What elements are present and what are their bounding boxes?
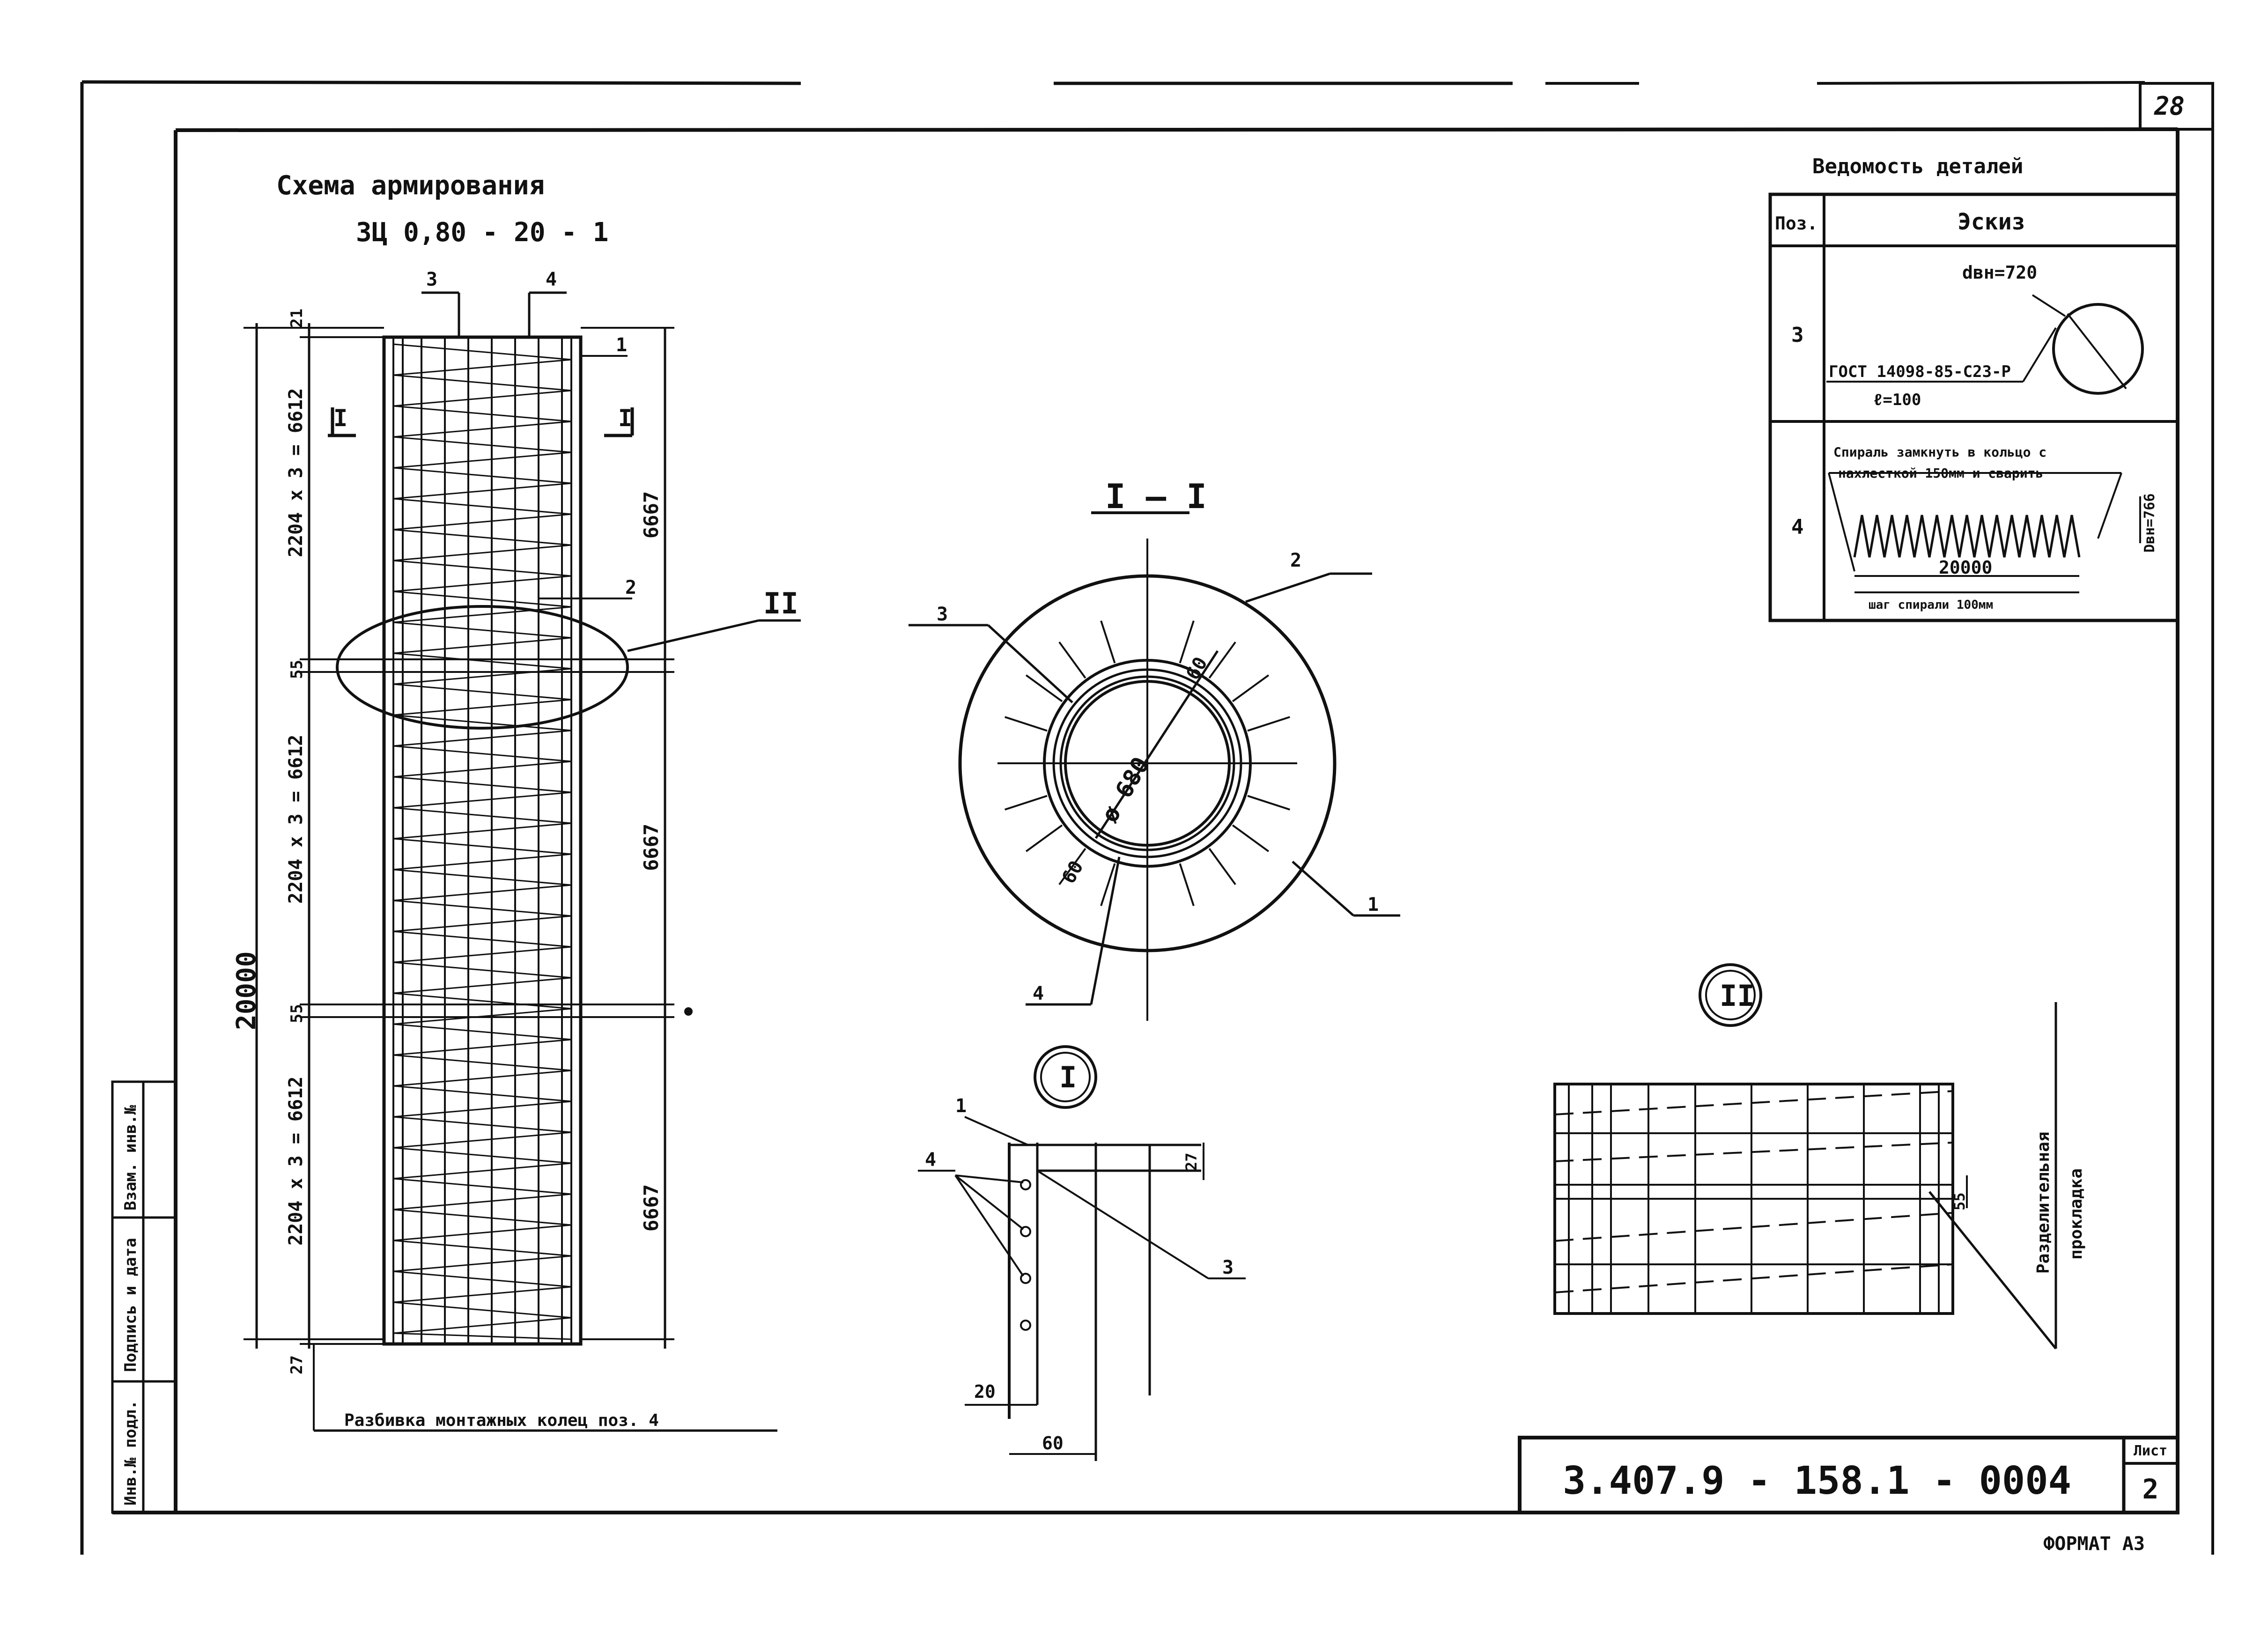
total-length-dim: 20000: [231, 951, 262, 1030]
section-callout-1: 1: [1367, 894, 1379, 915]
section-mark-left: I: [333, 405, 347, 432]
detail-II-callout: II: [763, 586, 798, 620]
scheme-title: Схема армирования: [276, 170, 545, 201]
section-callout-2: 2: [1290, 550, 1301, 571]
row4-note-2: нахлесткой 150мм и сварить: [1838, 465, 2043, 481]
row4-pos: 4: [1791, 515, 1804, 539]
scheme-subtitle: ЗЦ 0,80 - 20 - 1: [356, 217, 608, 248]
detail-I-dim-20: 20: [974, 1381, 996, 1402]
scheme-callout-1: 1: [616, 334, 627, 356]
segment-dim-2: 6667: [640, 824, 663, 871]
stamp-vzam: Взам. инв.№: [121, 1105, 140, 1210]
detail-I-dim-27: 27: [1182, 1152, 1200, 1171]
stamp-inv-podl: Инв.№ подл.: [121, 1400, 140, 1506]
dim-top: 21: [288, 309, 306, 328]
scheme-callout-3: 3: [426, 269, 437, 290]
section-mark-right: I: [618, 405, 632, 432]
row3-gost: ГОСТ 14098-85-С23-Р: [1829, 362, 2011, 381]
segment-dim-1: 6667: [640, 491, 663, 539]
detail-I: [918, 1045, 1246, 1461]
separator-label-1: Разделительная: [2034, 1132, 2053, 1274]
title-block: [1518, 1436, 2179, 1514]
format-label: ФОРМАТ А3: [2043, 1533, 2145, 1555]
row3-dvn: dвн=720: [1962, 262, 2037, 283]
separator-label-2: прокладка: [2067, 1168, 2086, 1260]
section-callout-3: 3: [937, 604, 948, 625]
dim-bottom: 27: [288, 1355, 306, 1374]
section-callout-4: 4: [1033, 983, 1044, 1004]
row4-dvn: Dвн=766: [2142, 494, 2158, 553]
table-col-pos: Поз.: [1775, 213, 1818, 234]
row3-length: ℓ=100: [1873, 391, 1921, 409]
details-table: [1768, 192, 2179, 622]
details-table-title: Ведомость деталей: [1812, 155, 2023, 178]
dim-gap-1: 55: [288, 660, 306, 679]
pitch-dim-1: 2204 x 3 = 6612: [285, 388, 307, 557]
detail-I-dim-60: 60: [1042, 1433, 1064, 1454]
sheet-number: 28: [2154, 91, 2185, 121]
row3-pos: 3: [1791, 323, 1804, 347]
cage-dimensions: [244, 291, 801, 1432]
row4-note-1: Спираль замкнуть в кольцо с: [1833, 444, 2046, 460]
detail-I-callout-1: 1: [955, 1095, 967, 1117]
stamp-sign-date: Подпись и дата: [121, 1238, 140, 1372]
detail-I-mark: I: [1059, 1060, 1077, 1094]
scheme-callout-2: 2: [625, 577, 636, 598]
reinforcement-cage: [300, 335, 674, 1346]
section-dim-60-bottom: 60: [1058, 857, 1088, 887]
drawing-designation: 3.407.9 - 158.1 - 0004: [1563, 1459, 2071, 1503]
table-col-sketch: Эскиз: [1958, 209, 2025, 235]
detail-I-callout-4: 4: [925, 1149, 936, 1171]
pitch-dim-2: 2204 x 3 = 6612: [285, 735, 307, 904]
segment-dim-3: 6667: [640, 1184, 663, 1232]
pitch-dim-3: 2204 x 3 = 6612: [285, 1077, 307, 1246]
stamp-sheet-value: 2: [2142, 1473, 2159, 1505]
detail-II-dim-55: 55: [1950, 1192, 1968, 1210]
row4-pitch: шаг спирали 100мм: [1869, 598, 1993, 612]
pipe-section: [909, 539, 1400, 1021]
row4-length: 20000: [1939, 557, 1992, 578]
detail-II: [1553, 963, 2057, 1350]
rings-layout-note: Разбивка монтажных колец поз. 4: [344, 1411, 659, 1430]
dim-gap-2: 55: [288, 1004, 306, 1023]
detail-II-mark: II: [1720, 979, 1755, 1013]
detail-I-callout-3: 3: [1222, 1257, 1234, 1278]
stamp-sheet-label: Лист: [2134, 1443, 2167, 1459]
scheme-callout-4: 4: [546, 269, 557, 290]
section-title: I — I: [1105, 477, 1207, 516]
